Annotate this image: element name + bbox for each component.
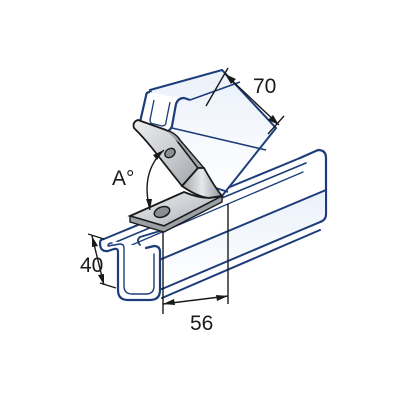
dimension-angle-arrow-bottom <box>146 199 152 210</box>
dimension-depth-arrow-2 <box>98 274 104 285</box>
base-channel-bottom-edge <box>161 229 321 299</box>
dimension-depth-label: 40 <box>80 254 103 277</box>
base-channel <box>98 148 328 302</box>
dimension-depth-arrow-1 <box>92 236 98 247</box>
base-channel-side-face <box>151 189 327 290</box>
dimension-length-arrow-2 <box>268 115 279 125</box>
dimension-width-label: 56 <box>190 312 213 335</box>
dimension-length-label: 70 <box>253 75 276 98</box>
dimension-width-arrow-2 <box>216 295 228 301</box>
dimension-length: 70 <box>205 67 285 135</box>
dimension-length-line <box>224 73 280 126</box>
base-channel-near-lip <box>137 230 161 246</box>
dimension-length-ext-2 <box>267 115 285 135</box>
dimension-width-arrow-1 <box>163 299 175 305</box>
bracket-upright-hole <box>164 147 176 159</box>
dimension-angle-arrow-top <box>153 150 164 160</box>
base-channel-near-profile <box>98 237 162 302</box>
dimension-length-ext-1 <box>205 67 229 107</box>
bracket-upright-thickness <box>165 129 206 169</box>
bracket-foot-hole <box>153 205 171 219</box>
angle-bracket <box>127 119 224 233</box>
base-channel-lip-inner <box>126 171 304 248</box>
dimension-width: 56 <box>162 204 229 335</box>
dimension-depth-ext-1 <box>87 233 105 240</box>
base-channel-near-profile-inner <box>107 242 155 295</box>
dimension-angle: A° <box>112 149 165 211</box>
bracket-foot <box>127 191 223 227</box>
dimension-angle-label: A° <box>112 167 134 190</box>
angled-channel-end-inner <box>149 99 171 127</box>
dimension-depth-ext-2 <box>99 282 117 289</box>
dimension-length-arrow-1 <box>225 74 236 84</box>
angled-channel-side-edge <box>171 127 267 151</box>
bracket-foot-edge <box>129 194 223 233</box>
dimension-depth: 40 <box>80 233 117 289</box>
